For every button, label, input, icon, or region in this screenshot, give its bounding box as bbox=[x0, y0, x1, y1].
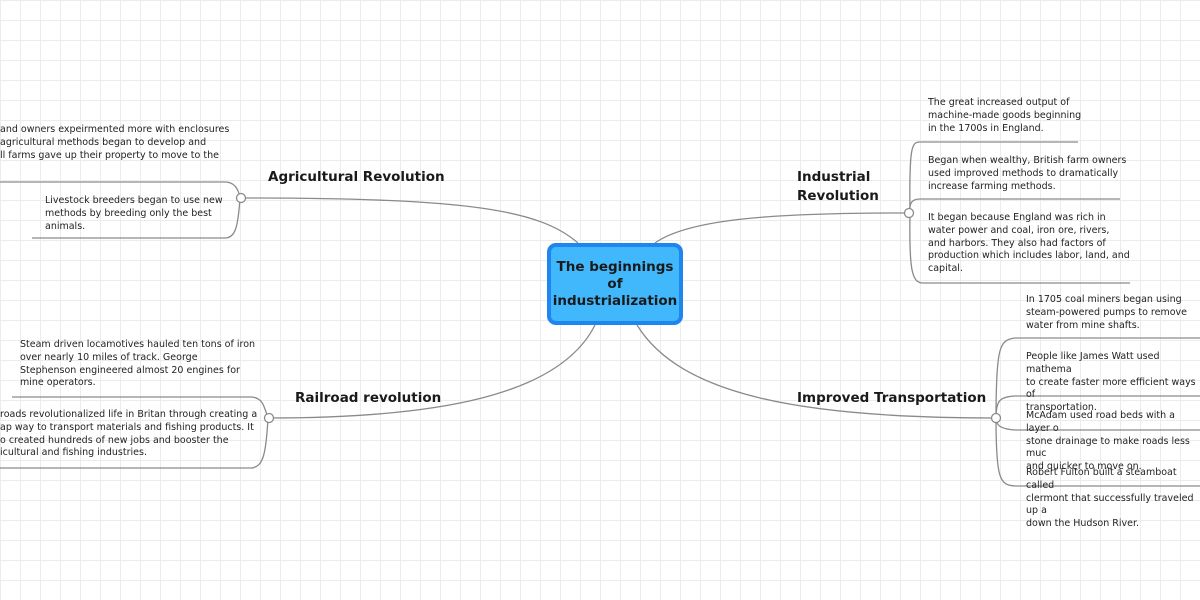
note-agricultural-enclosures[interactable]: and owners expeirmented more with enclos… bbox=[0, 124, 230, 161]
connector-ind-note1 bbox=[909, 141, 1078, 214]
connector-agri-note2 bbox=[32, 197, 241, 239]
topic-agricultural-revolution[interactable]: Agricultural Revolution bbox=[268, 169, 445, 185]
note-agricultural-livestock[interactable]: Livestock breeders began to use new meth… bbox=[45, 195, 223, 232]
collapse-toggle-railroad bbox=[263, 412, 275, 424]
collapse-toggle-industrial bbox=[903, 207, 915, 219]
connector-ind-note2 bbox=[909, 198, 1120, 214]
note-railroad-transport[interactable]: roads revolutionalized life in Britan th… bbox=[0, 409, 258, 459]
connector-trans-note4 bbox=[995, 417, 1200, 487]
connector-trans-note1 bbox=[995, 337, 1200, 419]
note-transport-robert-fulton[interactable]: Robert Fulton built a steamboat called c… bbox=[1026, 467, 1194, 530]
collapse-toggle-transportation bbox=[990, 412, 1002, 424]
connector-central-transportation bbox=[636, 324, 997, 419]
note-transport-mcadam[interactable]: McAdam used road beds with a layer o sto… bbox=[1026, 410, 1190, 473]
note-transport-james-watt[interactable]: People like James Watt used mathema to c… bbox=[1026, 351, 1196, 414]
collapse-toggle-agricultural bbox=[235, 192, 247, 204]
topic-railroad-revolution[interactable]: Railroad revolution bbox=[295, 390, 442, 406]
topic-improved-transportation[interactable]: Improved Transportation bbox=[797, 390, 987, 406]
connector-rail-note2 bbox=[0, 417, 269, 469]
note-railroad-locomotives[interactable]: Steam driven locamotives hauled ten tons… bbox=[20, 339, 256, 389]
note-industrial-farm-owners[interactable]: Began when wealthy, British farm owners … bbox=[928, 155, 1127, 192]
central-topic[interactable]: The beginnings of industrialization bbox=[547, 243, 683, 325]
note-industrial-resources[interactable]: It began because England was rich in wat… bbox=[928, 212, 1130, 275]
connector-central-industrial bbox=[654, 212, 906, 244]
topic-industrial-revolution[interactable]: Industrial Revolution bbox=[797, 169, 879, 204]
connector-central-railroad bbox=[267, 324, 596, 419]
connector-ind-note3 bbox=[909, 212, 1130, 284]
connector-central-agricultural bbox=[244, 197, 579, 244]
note-transport-coal-miners[interactable]: In 1705 coal miners began using steam-po… bbox=[1026, 294, 1188, 331]
note-industrial-output[interactable]: The great increased output of machine-ma… bbox=[928, 97, 1082, 134]
